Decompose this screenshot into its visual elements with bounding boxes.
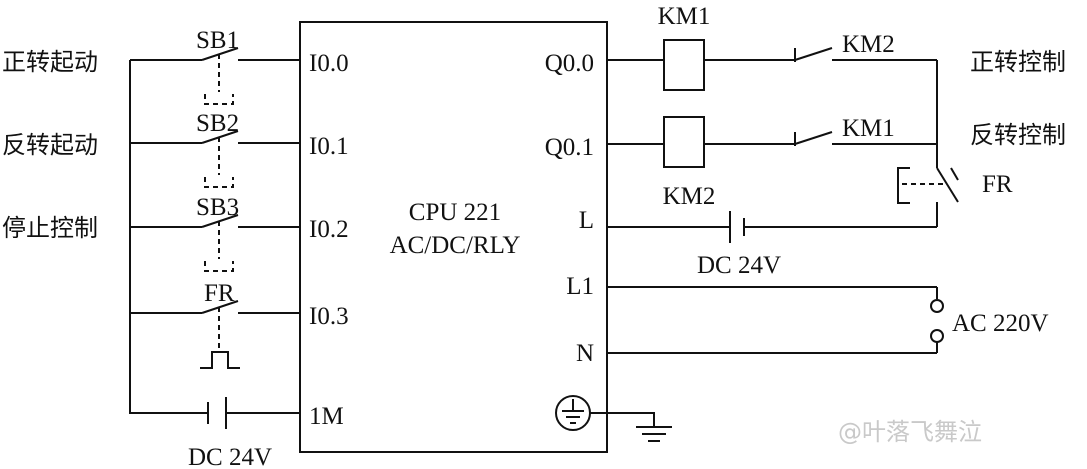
input-common-bus	[129, 60, 208, 414]
output-branch-q00	[607, 39, 937, 91]
output-terminal-n: N	[576, 340, 594, 367]
ground-icon	[590, 412, 672, 442]
watermark: @叶落飞舞泣	[838, 418, 982, 446]
right-dc-supply-label: DC 24V	[697, 252, 781, 279]
switch-sb1	[130, 47, 300, 105]
control-forward: 正转控制	[970, 48, 1066, 76]
switch-fr-label: FR	[204, 280, 235, 307]
control-reverse: 反转控制	[970, 121, 1066, 149]
coil-km2-label: KM2	[663, 183, 716, 210]
left-supply-label: DC 24V	[188, 444, 272, 469]
input-terminal-i02: I0.2	[309, 216, 349, 243]
input-terminal-i01: I0.1	[309, 133, 349, 160]
output-branch-q01	[607, 116, 937, 168]
coil-km1	[663, 39, 705, 91]
signal-forward-start: 正转起动	[2, 48, 98, 76]
switch-sb2	[130, 130, 300, 188]
ac-terminal-top	[930, 299, 944, 313]
plc-io-type: AC/DC/RLY	[390, 232, 521, 259]
coil-km1-label: KM1	[658, 3, 711, 30]
ac-terminal-bottom	[930, 329, 944, 343]
interlock-km1-label: KM1	[842, 115, 895, 142]
input-terminal-i03: I0.3	[309, 303, 349, 330]
output-terminal-q01: Q0.1	[545, 134, 594, 161]
signal-reverse-start: 反转起动	[2, 131, 98, 159]
right-common-bus	[897, 60, 959, 227]
output-terminal-q00: Q0.0	[545, 50, 594, 77]
output-terminal-l1: L1	[566, 273, 594, 300]
ac-supply-label: AC 220V	[952, 310, 1049, 337]
coil-km2	[663, 116, 705, 168]
input-terminal-i00: I0.0	[309, 50, 349, 77]
switch-fr	[130, 300, 300, 369]
plc-model: CPU 221	[409, 199, 501, 226]
interlock-km2-label: KM2	[842, 31, 895, 58]
earth-terminal-icon	[555, 395, 591, 431]
fr-contact-label: FR	[982, 171, 1013, 198]
plc-box	[299, 21, 608, 453]
left-battery-icon	[207, 397, 300, 429]
output-supply-branch	[607, 211, 937, 243]
input-common-1m: 1M	[309, 403, 344, 430]
signal-stop: 停止控制	[2, 214, 98, 242]
switch-sb3	[130, 214, 300, 272]
ac-supply-branch	[607, 286, 944, 354]
output-terminal-l: L	[579, 207, 594, 234]
